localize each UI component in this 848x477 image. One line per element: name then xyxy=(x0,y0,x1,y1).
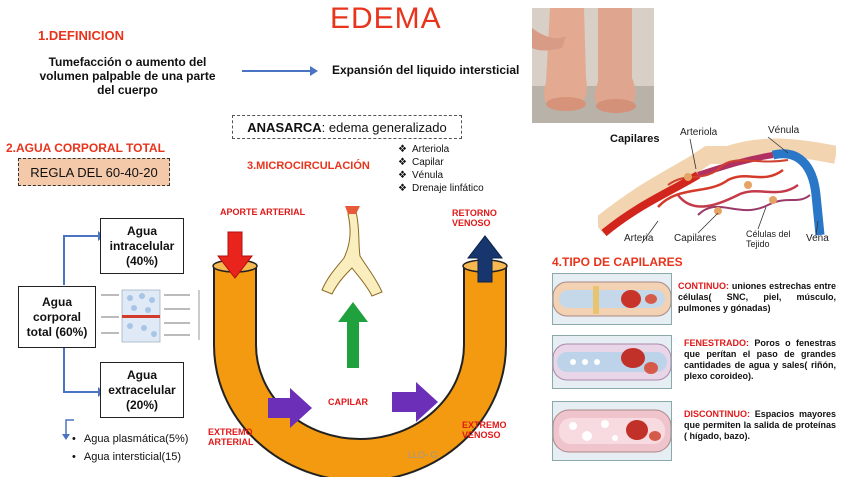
definicion-text: Tumefacción o aumento del volumen palpab… xyxy=(39,55,216,97)
label-celulas-tejido: Células del Tejido xyxy=(746,229,791,249)
label-capilares: Capilares xyxy=(674,233,717,244)
anasarca-term: ANASARCA xyxy=(247,119,322,135)
agua-intersticial: Agua intersticial(15) xyxy=(83,451,182,463)
capilar-fenestrado-desc: FENESTRADO: Poros o fenestras que períta… xyxy=(684,338,836,381)
capilar-continuo-image xyxy=(552,273,672,325)
regla-box: REGLA DEL 60-40-20 xyxy=(18,158,170,186)
definicion-arrow xyxy=(242,66,318,76)
definicion-result: Expansión del liquido intersticial xyxy=(332,63,520,77)
list-item: ❖Drenaje linfático xyxy=(398,183,484,194)
agua-extracelular-box: Agua extracelular (20%) xyxy=(100,362,184,418)
capillary-figure-title: Capilares xyxy=(610,133,660,145)
page-title: EDEMA xyxy=(330,2,442,35)
label-vena: Vena xyxy=(806,233,829,244)
label-arteria: Arteria xyxy=(624,233,654,244)
capilar-discontinuo-image xyxy=(552,401,672,461)
tipos-heading: 4.TIPO DE CAPILARES xyxy=(552,255,683,269)
agua-total-box: Agua corporal total (60%) xyxy=(18,286,96,348)
microcirculacion-list: ❖Arteriola ❖Capilar ❖Vénula ❖Drenaje lin… xyxy=(398,143,484,195)
compartment-diagram xyxy=(100,286,210,346)
label-arteriola: Arteriola xyxy=(680,127,718,138)
list-item: ❖Arteriola xyxy=(398,144,450,155)
list-item: ❖Vénula xyxy=(398,170,444,181)
list-item: •Agua plasmática(5%) xyxy=(72,430,188,448)
agua-plasmatica: Agua plasmática(5%) xyxy=(83,433,189,445)
microcirculacion-heading: 3.MICROCIRCULACIÓN xyxy=(247,160,370,172)
anasarca-box: ANASARCA: edema generalizado xyxy=(232,115,462,139)
agua-intracelular-box: Agua intracelular (40%) xyxy=(100,218,184,274)
list-item: •Agua intersticial(15) xyxy=(72,448,188,466)
agua-extracelular-list: •Agua plasmática(5%) •Agua intersticial(… xyxy=(72,430,188,466)
capillary-network-figure: Capilares Arteriola Vénula Arteria Capil… xyxy=(592,125,838,250)
retorno-venoso-label: RETORNO VENOSO xyxy=(452,208,497,229)
capilar-label: CAPILAR xyxy=(328,397,368,407)
extremo-arterial-label: EXTREMO ARTERIAL xyxy=(208,427,254,448)
anasarca-def: : edema generalizado xyxy=(321,119,447,135)
watermark: LLO- G xyxy=(408,450,438,460)
extremo-venoso-label: EXTREMO VENOSO xyxy=(462,420,507,441)
capilar-fenestrado-image xyxy=(552,335,672,389)
edema-feet-photo xyxy=(532,8,654,123)
capilar-continuo-desc: CONTINUO: uniones estrechas entre célula… xyxy=(678,281,836,313)
agua-corporal-heading: 2.AGUA CORPORAL TOTAL xyxy=(6,141,165,155)
definicion-heading: 1.DEFINICION xyxy=(38,28,124,43)
aporte-arterial-label: APORTE ARTERIAL xyxy=(220,207,306,217)
list-item: ❖Capilar xyxy=(398,157,444,168)
capilar-discontinuo-desc: DISCONTINUO: Espacios mayores que permit… xyxy=(684,409,836,441)
label-venula: Vénula xyxy=(768,125,800,136)
